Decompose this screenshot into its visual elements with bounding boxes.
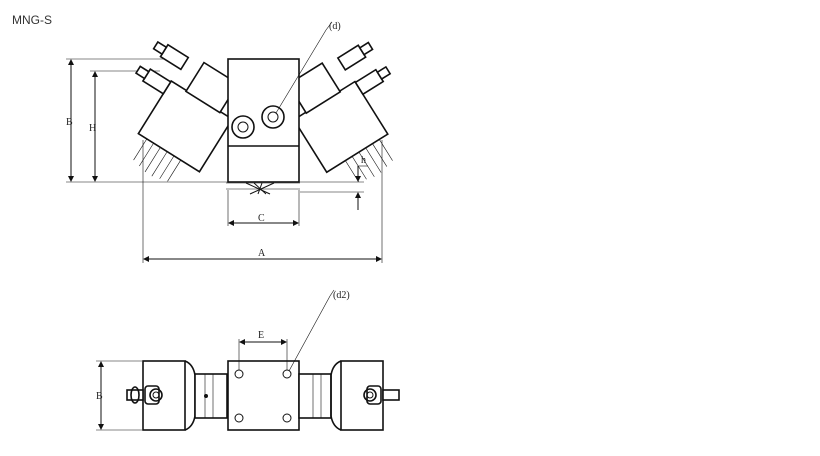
dimension-h: h	[300, 155, 368, 210]
leader-d: (d)	[275, 21, 341, 114]
dimension-C: C	[227, 190, 300, 226]
center-body	[226, 58, 300, 195]
top-left-jaw	[126, 360, 228, 431]
label-C: C	[258, 213, 265, 224]
right-jaw	[287, 41, 393, 182]
top-view: B	[96, 289, 400, 431]
top-center-body	[227, 360, 300, 431]
leader-d2: (d2)	[288, 289, 350, 372]
label-d: (d)	[329, 21, 341, 32]
label-d2: (d2)	[333, 290, 350, 301]
dimension-A: A	[142, 140, 383, 263]
label-B-front: B	[66, 117, 73, 128]
label-H: H	[89, 123, 96, 134]
dimension-E: E	[238, 330, 288, 370]
front-view: B H	[66, 21, 393, 263]
label-h: h	[361, 155, 366, 166]
label-B-top: B	[96, 391, 103, 402]
dimension-B-top: B	[96, 360, 142, 431]
top-right-jaw	[298, 360, 400, 431]
label-E: E	[258, 330, 264, 341]
label-A: A	[258, 248, 266, 259]
model-title: MNG-S	[12, 13, 52, 27]
